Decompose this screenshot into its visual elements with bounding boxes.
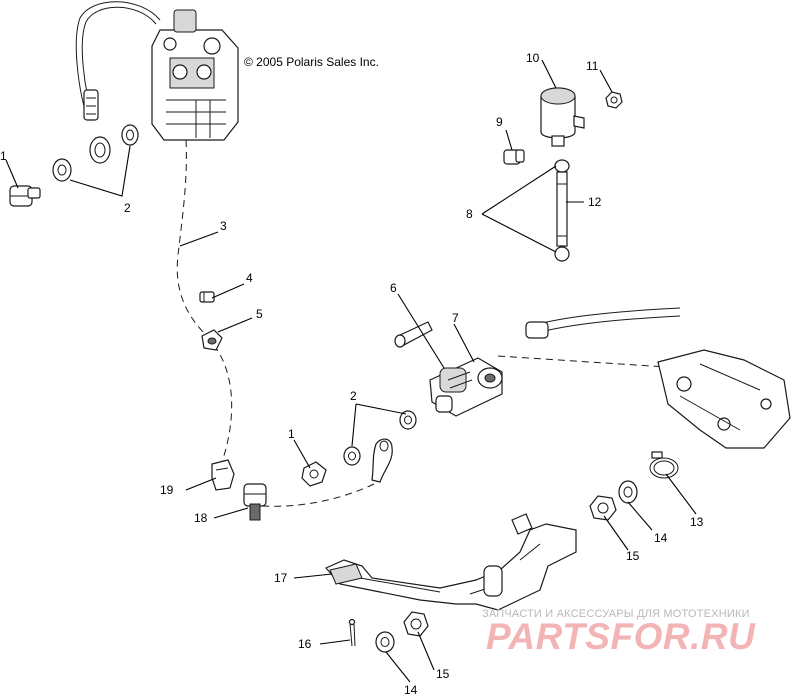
callout-13: 13	[690, 515, 704, 529]
washer-right	[618, 480, 638, 504]
hose-clamp-lower	[554, 246, 570, 262]
callout-5: 5	[256, 307, 263, 321]
brake-line-cross-path	[261, 483, 375, 507]
nut-bottom	[403, 611, 429, 637]
brake-pedal-arm	[325, 513, 577, 611]
brake-switch	[243, 483, 267, 521]
crush-washer-top-a	[121, 124, 139, 146]
callout-4: 4	[246, 271, 253, 285]
callout-3: 3	[220, 219, 227, 233]
callout-1-top: 1	[0, 149, 7, 163]
callout-15-right: 15	[626, 549, 640, 563]
callout-11: 11	[586, 59, 599, 73]
watermark-logo: PARTSFOR.RU	[486, 616, 756, 657]
callout-14-bottom: 14	[404, 683, 418, 696]
brake-fluid-reservoir	[540, 87, 585, 147]
mounting-bracket	[657, 349, 791, 449]
hose-clamp	[649, 451, 679, 479]
callout-2-mid: 2	[350, 389, 357, 403]
brake-line-lower-path	[213, 344, 233, 463]
callout-1-mid: 1	[288, 427, 295, 441]
callout-7: 7	[452, 311, 459, 325]
callout-12: 12	[588, 195, 602, 209]
crush-washer-top-b	[52, 158, 72, 182]
watermark-tagline: ЗАПЧАСТИ И АКСЕССУАРЫ ДЛЯ МОТОТЕХНИКИ	[482, 608, 750, 620]
callout-17: 17	[274, 571, 288, 585]
washer-bottom	[375, 631, 395, 653]
watermark: ЗАПЧАСТИ И АКСЕССУАРЫ ДЛЯ МОТОТЕХНИКИ PA…	[478, 608, 798, 678]
callout-10: 10	[526, 51, 540, 65]
cotter-pin	[348, 618, 356, 647]
master-cylinder	[429, 357, 503, 417]
callout-14-right: 14	[654, 531, 668, 545]
callout-15-bottom: 15	[436, 667, 450, 681]
callout-8: 8	[466, 207, 473, 221]
callout-18: 18	[194, 511, 208, 525]
leader-lines	[5, 59, 697, 683]
nut-right	[589, 495, 617, 521]
crush-washer-mid-b	[343, 446, 361, 466]
crush-washer-mid-a	[399, 410, 417, 430]
callout-6: 6	[390, 281, 397, 295]
callout-16: 16	[298, 637, 312, 651]
pushrod-cable	[525, 307, 681, 339]
line-grommet	[201, 329, 223, 351]
switch-retainer-clip	[211, 459, 235, 491]
hose-clamp-upper	[554, 159, 570, 173]
callout-labels: 1 2 3 4 5 6 7 8 9 10 11 12 2 1 13 14 15 …	[0, 51, 704, 696]
callout-19: 19	[160, 483, 174, 497]
banjo-fitting-mid	[371, 438, 393, 483]
banjo-bolt-mid	[301, 461, 327, 487]
callout-9: 9	[496, 115, 503, 129]
brake-unit-housing	[151, 9, 239, 141]
pivot-pin	[394, 321, 433, 348]
banjo-bolt-top	[9, 185, 41, 207]
reservoir-screw	[503, 149, 525, 165]
upper-brake-hose	[75, 1, 161, 121]
copyright-notice: © 2005 Polaris Sales Inc.	[244, 55, 379, 69]
banjo-fitting-top	[89, 136, 111, 164]
callout-2-top: 2	[124, 201, 131, 215]
reservoir-nut	[605, 91, 623, 109]
reservoir-hose	[556, 171, 568, 247]
line-clip	[199, 291, 215, 303]
